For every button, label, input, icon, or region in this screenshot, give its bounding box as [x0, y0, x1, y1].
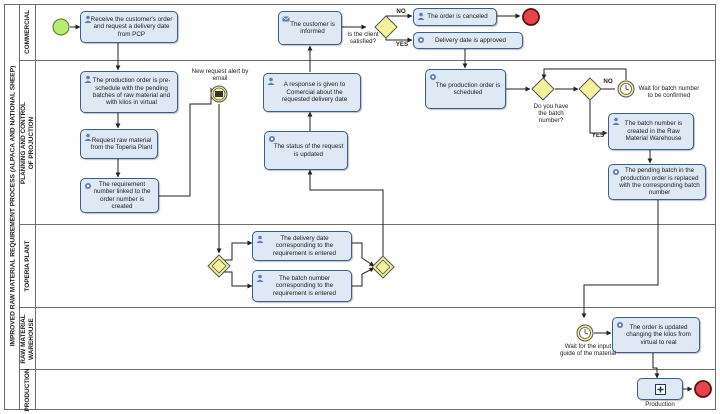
flow-wait-loop — [541, 68, 627, 80]
label-yes-2: YES — [591, 132, 605, 139]
user-task-icon — [267, 77, 275, 85]
gateway-split — [207, 254, 231, 278]
task-requirement-number[interactable]: The requirement number linked to the ord… — [80, 178, 159, 213]
flow-gateway-no — [385, 13, 413, 19]
flow-merge-yes — [589, 99, 608, 136]
lane-planning — [20, 61, 716, 225]
user-task-icon — [256, 235, 264, 243]
task-label: Receive the customer's order and request… — [90, 15, 173, 38]
service-task-icon — [617, 322, 623, 328]
task-label: The order is canceled — [427, 13, 488, 21]
flow-split-to-delivery — [219, 240, 253, 261]
event-label-new-request-alert: New request alert by email — [191, 68, 249, 83]
lane-label-column — [20, 4, 36, 410]
lane-commercial — [20, 4, 716, 61]
task-status-updated[interactable]: The status of the request is updated — [264, 131, 348, 170]
user-task-icon — [417, 12, 425, 20]
task-label: The batch number is created in the Raw M… — [624, 120, 683, 143]
task-batch-number-entered[interactable]: The batch number corresponding to the re… — [252, 270, 352, 302]
end-event-production — [694, 380, 712, 398]
start-event — [52, 18, 70, 36]
pool-frame — [4, 4, 716, 410]
task-receive-order[interactable]: Receive the customer's order and request… — [80, 11, 178, 43]
service-task-icon — [269, 136, 275, 142]
timer-event-batch-icon — [617, 80, 635, 98]
service-task-icon — [85, 183, 91, 189]
gateway-have-batch — [531, 77, 555, 101]
flow-gateway-yes — [385, 36, 413, 43]
flow-linked-to-alert — [159, 88, 212, 197]
task-batch-created[interactable]: The batch number is created in the Raw M… — [608, 113, 694, 150]
collapsed-subprocess-plus-icon — [655, 384, 666, 395]
lane-toperia — [20, 225, 716, 308]
gateway-label-client-satisfied: Is the client satisfied? — [347, 31, 379, 46]
task-label: The pending batch in the production orde… — [619, 167, 700, 197]
message-event-icon — [210, 85, 228, 103]
flow-join-to-status — [307, 169, 384, 256]
gateway-client-satisfied — [374, 15, 398, 39]
task-delivery-date-entered[interactable]: The delivery date corresponding to the r… — [252, 231, 352, 261]
task-request-raw-material[interactable]: Request raw material from the Toperia Pl… — [80, 129, 158, 159]
task-pending-batch-replaced[interactable]: The pending batch in the production orde… — [608, 164, 706, 200]
task-production-subprocess[interactable] — [637, 378, 683, 400]
service-task-icon — [430, 74, 436, 80]
task-order-canceled[interactable]: The order is canceled — [413, 8, 497, 26]
lane-raw-material — [20, 308, 716, 370]
gateway-join — [371, 255, 395, 279]
pool-label-column — [4, 4, 20, 410]
task-delivery-approved[interactable]: Delivery date is approved — [413, 32, 523, 49]
user-task-icon — [84, 75, 92, 83]
task-label: The production order is pre-schedule wit… — [92, 77, 171, 107]
production-label: Production — [645, 401, 675, 408]
end-event-canceled — [522, 8, 540, 26]
task-order-updated[interactable]: The order is updated changing the kilos … — [612, 317, 700, 353]
task-label: The batch number corresponding to the re… — [272, 274, 336, 297]
event-label-wait-batch: Wait for batch number to be confirmed — [638, 85, 700, 100]
flow-batch-to-join — [352, 267, 375, 287]
user-task-icon — [256, 274, 264, 282]
flow-updated-to-production — [652, 353, 660, 379]
send-task-icon — [282, 16, 290, 22]
task-label: Delivery date is approved — [434, 36, 507, 44]
task-label: The production order is scheduled — [435, 81, 501, 96]
task-preschedule[interactable]: The production order is pre-schedule wit… — [80, 71, 178, 113]
user-task-icon — [84, 133, 92, 141]
user-task-icon — [612, 117, 620, 125]
task-response-given[interactable]: A response is given to Comercial about t… — [263, 73, 361, 112]
service-task-icon — [418, 37, 424, 43]
task-label: The order is updated changing the kilos … — [626, 323, 691, 346]
label-no-1: NO — [396, 8, 406, 15]
flow-replaced-to-wait — [581, 200, 659, 319]
task-order-scheduled[interactable]: The production order is scheduled — [425, 69, 506, 109]
gateway-label-do-you-have-batch: Do you have the batch number? — [533, 103, 569, 125]
flow-delivery-to-join — [352, 242, 375, 267]
timer-event-input-guide-icon — [576, 324, 594, 342]
task-label: A response is given to Comercial about t… — [281, 81, 348, 104]
task-label: The requirement number linked to the ord… — [93, 180, 151, 210]
label-no-2: NO — [603, 78, 613, 85]
task-label: Request raw material from the Toperia Pl… — [90, 136, 153, 151]
task-customer-informed[interactable]: The customer is informed — [278, 11, 342, 45]
service-task-icon — [613, 169, 619, 175]
event-label-wait-input-guide: Wait for the input guide of the material — [559, 343, 617, 358]
label-yes-1: YES — [395, 41, 409, 48]
task-label: The delivery date corresponding to the r… — [272, 234, 336, 257]
task-label: The customer is informed — [290, 20, 335, 35]
user-task-icon — [84, 15, 92, 23]
gateway-merge — [578, 77, 602, 101]
flow-split-to-batch — [219, 271, 253, 289]
task-label: The status of the request is updated — [273, 143, 344, 158]
